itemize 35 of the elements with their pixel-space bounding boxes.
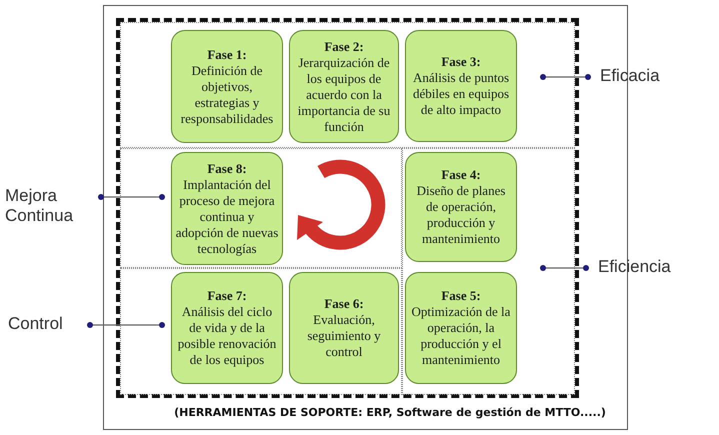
phase-heading: Fase 3: — [441, 54, 481, 70]
phase-description: Implantación del proceso de mejora continua y adopción de nuevas tecnologías — [175, 176, 279, 256]
leader-line — [98, 194, 165, 200]
phase-heading: Fase 8: — [207, 160, 247, 176]
side-label: Control — [0, 314, 90, 336]
phase-heading: Fase 7: — [207, 288, 247, 304]
phase-description: Análisis del ciclo de vida y de la posible renovación de los equipos — [176, 304, 278, 368]
leader-line — [540, 74, 591, 80]
phase-description: Optimización de la operación, la producción y el mantenimiento — [410, 304, 512, 368]
phase-description: Diseño de planes de operación, producción y mantenimiento — [416, 183, 506, 247]
dotted-region — [120, 22, 575, 148]
leader-line — [87, 322, 165, 328]
phase-description: Evaluación, seguimiento y control — [306, 312, 382, 360]
phase-box — [171, 30, 283, 143]
dotted-region — [120, 268, 402, 395]
phase-heading: Fase 1: — [207, 46, 247, 62]
phase-heading: Fase 2: — [324, 38, 364, 54]
phase-heading: Fase 4: — [441, 167, 481, 183]
phase-box — [405, 152, 517, 262]
phase-box — [171, 152, 283, 265]
side-label: Mejora Continua — [0, 186, 101, 228]
phase-box — [171, 272, 283, 384]
phase-heading: Fase 5: — [441, 288, 481, 304]
phase-box — [405, 272, 517, 384]
phase-description: Jerarquización de los equipos de acuerdo con la importancia de su función — [296, 54, 392, 134]
phase-box — [289, 272, 399, 384]
phase-description: Análisis de puntos débiles en equipos de alto impacto — [412, 70, 510, 118]
leader-line — [540, 265, 589, 271]
footnote: (HERRAMIENTAS DE SOPORTE: ERP, Software de gestión de MTTO.....) — [173, 405, 607, 420]
phase-heading: Fase 6: — [324, 296, 364, 312]
dotted-region — [402, 148, 575, 395]
phase-box — [289, 30, 399, 143]
dotted-region — [120, 148, 402, 268]
phase-box — [405, 30, 517, 142]
phase-description: Definición de objetivos, estrategias y responsabilidades — [180, 62, 274, 126]
